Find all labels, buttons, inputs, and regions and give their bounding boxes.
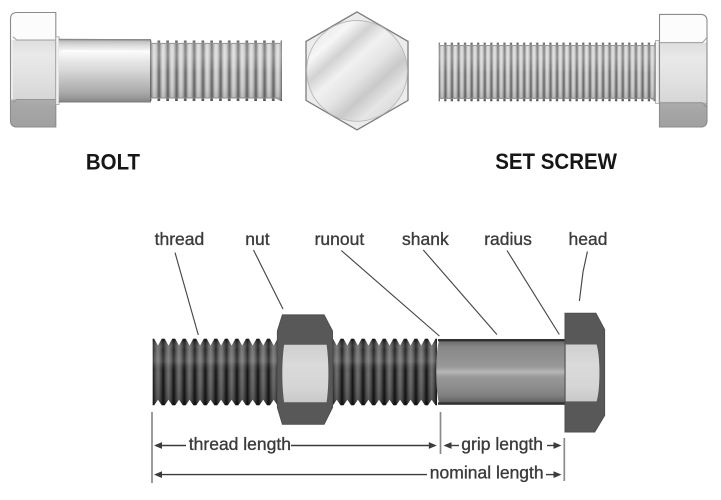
svg-text:SET SCREW: SET SCREW	[495, 150, 618, 175]
svg-text:thread length: thread length	[189, 434, 291, 454]
svg-text:radius: radius	[484, 229, 532, 249]
svg-text:nut: nut	[245, 229, 269, 249]
svg-text:nominal length: nominal length	[430, 463, 544, 483]
svg-text:thread: thread	[155, 229, 205, 249]
svg-text:runout: runout	[315, 229, 365, 249]
svg-text:BOLT: BOLT	[86, 150, 140, 175]
svg-text:shank: shank	[402, 229, 449, 249]
svg-text:grip length: grip length	[461, 434, 543, 454]
svg-text:head: head	[569, 229, 608, 249]
